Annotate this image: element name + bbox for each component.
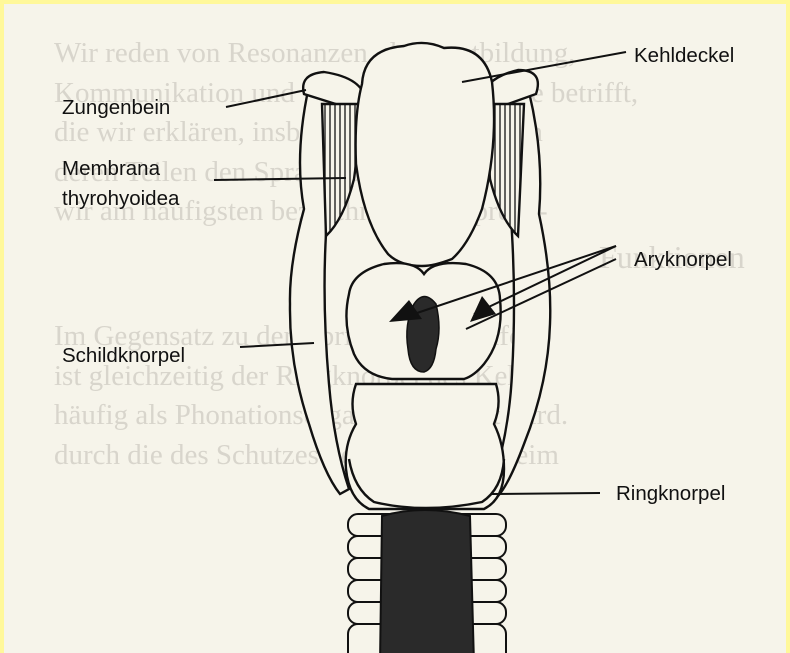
label-thyrohyoidea: thyrohyoidea <box>62 187 179 211</box>
label-zungenbein: Zungenbein <box>62 96 170 120</box>
label-membrana: Membrana <box>62 157 160 181</box>
label-kehldeckel: Kehldeckel <box>634 44 734 68</box>
trachea <box>348 510 506 653</box>
label-ringknorpel: Ringknorpel <box>616 482 725 506</box>
cricoid-lobe <box>346 384 504 509</box>
epiglottis <box>356 43 494 266</box>
label-aryknorpel: Aryknorpel <box>634 248 732 272</box>
label-schildknorpel: Schildknorpel <box>62 344 185 368</box>
